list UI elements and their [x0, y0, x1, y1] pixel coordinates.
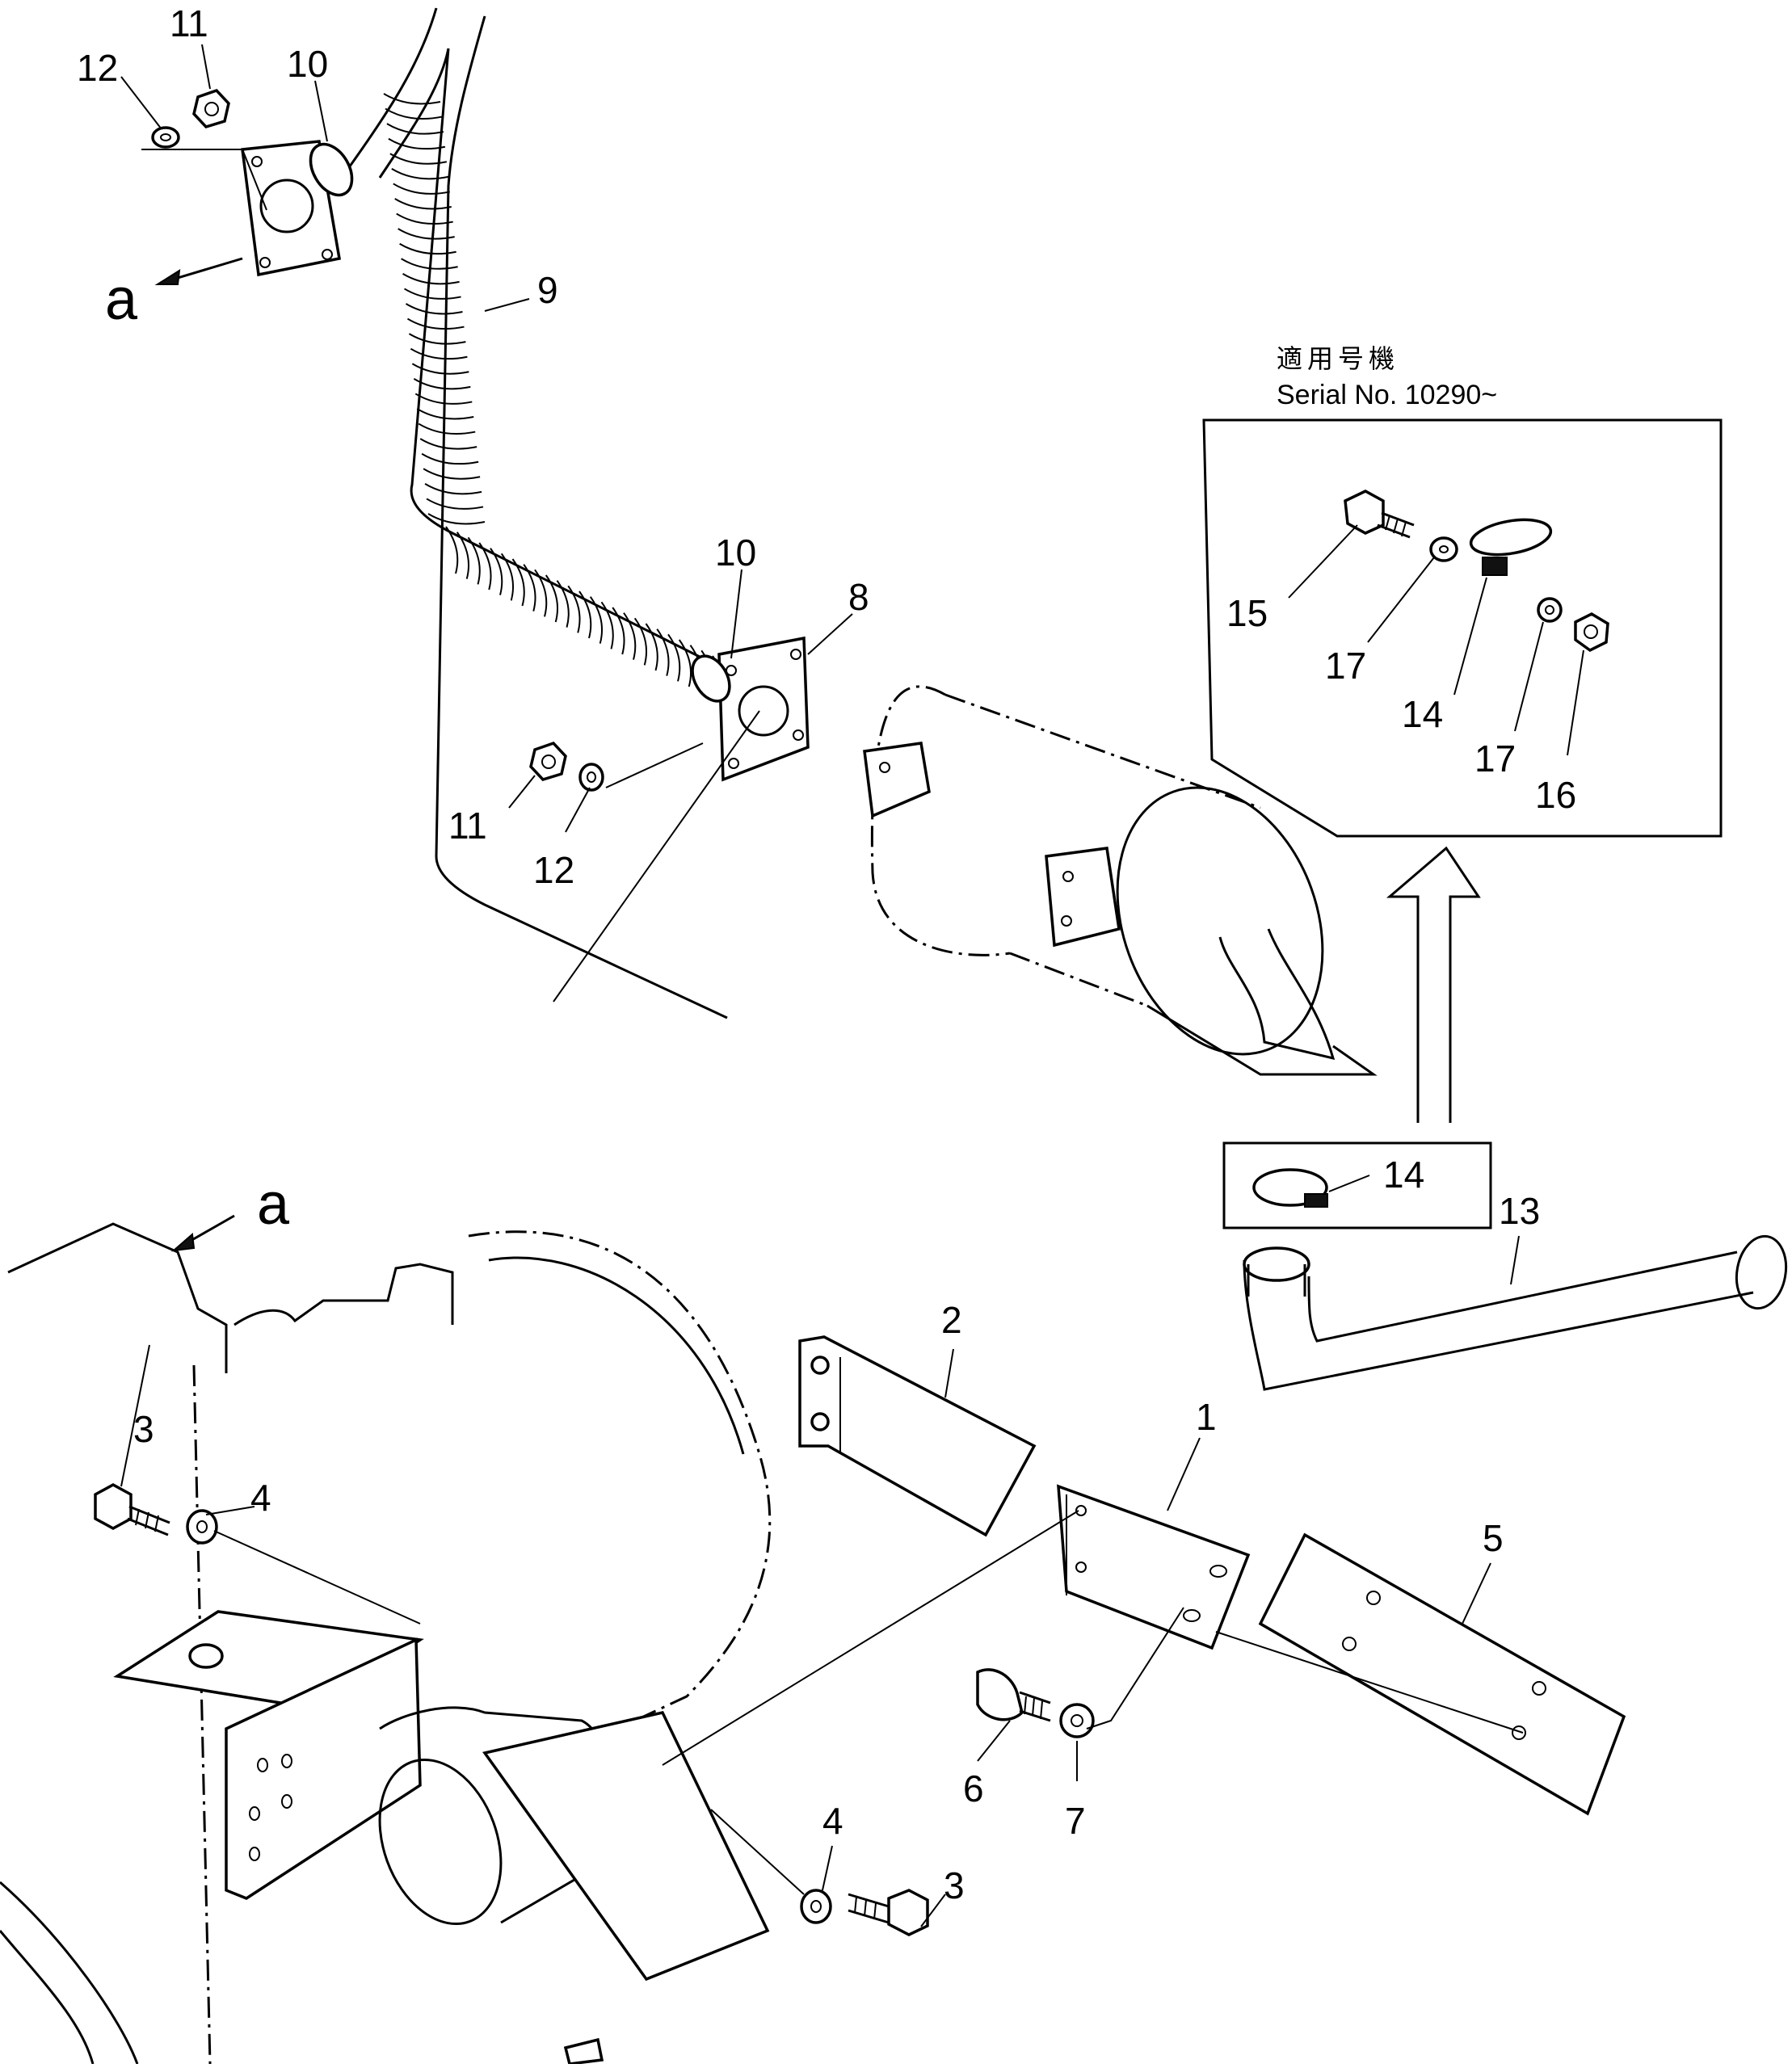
view-ref-a-lower: a — [257, 1172, 290, 1237]
callout-14: 14 — [1383, 1154, 1424, 1196]
washer-part-12-upper — [151, 126, 180, 149]
callout-3: 3 — [944, 1864, 965, 1906]
bracket-left — [113, 1610, 424, 1900]
callout-2: 2 — [941, 1299, 962, 1341]
serial-number-label: Serial No. 10290~ — [1277, 380, 1497, 410]
muffler — [863, 685, 1378, 1076]
flange-part-8 — [717, 636, 810, 782]
callout-16: 16 — [1535, 774, 1576, 816]
washer-part-17-upper — [1429, 536, 1458, 562]
washer-part-17-lower — [1537, 597, 1563, 623]
bolt-part-15 — [1344, 490, 1415, 539]
callout-13: 13 — [1499, 1190, 1540, 1232]
callout-1: 1 — [1196, 1396, 1217, 1438]
callout-11: 11 — [170, 2, 208, 44]
callout-10: 10 — [287, 43, 328, 85]
tail-pipe-part-13 — [1243, 1234, 1788, 1391]
callout-11: 11 — [448, 805, 487, 847]
clamp-part-10-upper — [309, 142, 354, 197]
callout-17: 17 — [1474, 738, 1516, 780]
callout-12: 12 — [77, 47, 118, 89]
bolt-part-3-upper — [94, 1483, 170, 1536]
nut-part-16 — [1574, 612, 1609, 653]
bracket-part-2 — [798, 1335, 1037, 1537]
callout-3: 3 — [133, 1408, 154, 1450]
serial-model-label: 適用号機 — [1277, 343, 1399, 374]
callout-4: 4 — [250, 1477, 271, 1519]
clamp-14-box — [1222, 1141, 1492, 1229]
plate-part-5 — [1258, 1532, 1626, 1816]
callout-15: 15 — [1226, 592, 1268, 634]
clamp-part-14-upper — [1469, 518, 1553, 576]
leader-lines — [120, 44, 1584, 1927]
up-arrow — [1386, 846, 1481, 1123]
bolt-part-6 — [976, 1668, 1051, 1722]
engine-outline — [0, 1222, 772, 2065]
nut-part-11-upper — [192, 88, 230, 128]
callout-4: 4 — [822, 1800, 843, 1842]
serial-note-box: 適用号機 Serial No. 10290~ — [1202, 343, 1723, 838]
washer-part-4-lower — [800, 1889, 832, 1924]
callouts: 12 11 10 9 10 8 11 12 15 17 14 17 16 14 … — [77, 2, 1576, 1906]
flexible-hose-part-9 — [346, 7, 728, 1019]
clamp-part-10-lower — [691, 654, 731, 703]
nut-part-11-lower — [529, 741, 567, 781]
callout-10: 10 — [715, 532, 756, 574]
washer-part-4-upper — [186, 1509, 218, 1545]
lower-cylinder — [378, 1706, 770, 2066]
callout-6: 6 — [963, 1767, 984, 1810]
view-ref-a-upper: a — [105, 267, 138, 332]
callout-7: 7 — [1065, 1800, 1086, 1842]
bolt-part-3-lower — [848, 1889, 929, 1936]
bracket-part-1 — [1057, 1484, 1251, 1650]
callout-14: 14 — [1402, 693, 1443, 735]
callout-8: 8 — [848, 576, 869, 618]
callout-17: 17 — [1325, 645, 1366, 687]
washer-part-7 — [1059, 1703, 1095, 1738]
callout-9: 9 — [537, 269, 558, 311]
washer-part-12-lower — [578, 763, 604, 792]
callout-5: 5 — [1483, 1517, 1504, 1559]
callout-12: 12 — [533, 849, 574, 891]
